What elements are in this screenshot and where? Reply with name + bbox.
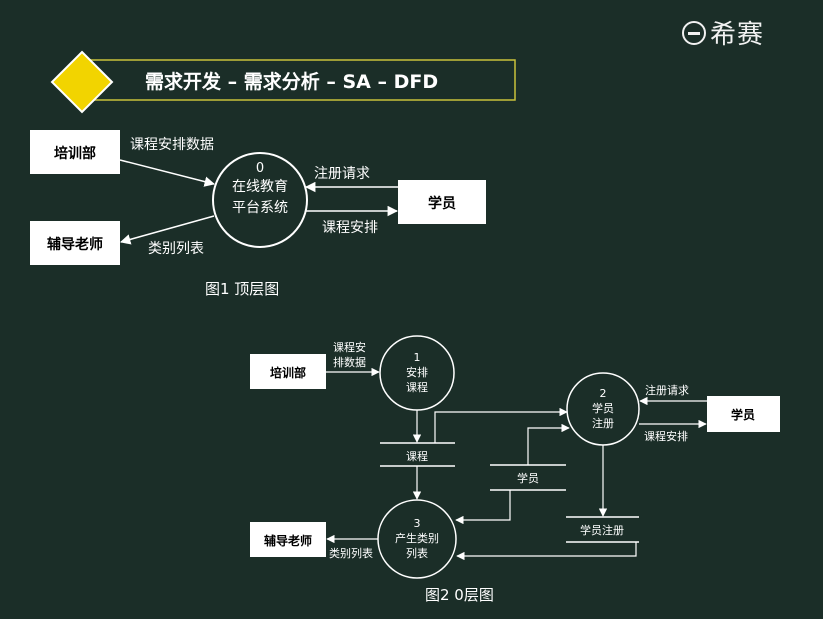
entity-student bbox=[398, 180, 486, 224]
flow-student-store-to-p2 bbox=[527, 423, 570, 465]
process-1-line2: 课程 bbox=[406, 381, 428, 394]
l0-flow-category-list-label: 类别列表 bbox=[329, 546, 373, 560]
l0-flow-course-schedule-label: 课程安排 bbox=[644, 429, 688, 443]
slide-title: 需求开发 – 需求分析 – SA – DFD bbox=[145, 70, 438, 93]
process-2-number: 2 bbox=[600, 387, 607, 400]
l0-flow-schedule-data-label-1: 课程安 bbox=[333, 340, 366, 354]
flow-course-store-to-p2 bbox=[434, 407, 568, 443]
process-3-number: 3 bbox=[414, 517, 421, 530]
brand-name: 希赛 bbox=[710, 20, 765, 50]
store-course: 课程 bbox=[380, 442, 455, 467]
flow-schedule-data-arrow bbox=[119, 159, 216, 187]
l0-flow-register-request-label: 注册请求 bbox=[645, 383, 689, 397]
store-registration-label: 学员注册 bbox=[580, 523, 624, 537]
diamond-bullet-icon bbox=[50, 50, 114, 114]
process-0-circle bbox=[212, 152, 308, 248]
l0-entity-training-dept-label: 培训部 bbox=[270, 365, 306, 380]
brand-mark-icon bbox=[682, 20, 706, 45]
l0-entity-student-label: 学员 bbox=[731, 407, 755, 422]
flow-register-request-label: 注册请求 bbox=[314, 166, 370, 182]
l0-entity-training-dept bbox=[250, 354, 326, 389]
process-1-number: 1 bbox=[414, 351, 421, 364]
flow-student-store-to-p3 bbox=[455, 490, 511, 525]
diagram-top-level: 培训部 辅导老师 学员 0 在线教育 平台系统 课程安排数据 类别列表 注册请求… bbox=[30, 130, 486, 298]
process-0-number: 0 bbox=[256, 161, 264, 176]
diagram-2-caption: 图2 0层图 bbox=[425, 586, 494, 604]
process-1-line1: 安排 bbox=[406, 365, 428, 379]
flow-category-list-arrow bbox=[119, 215, 215, 245]
l0-entity-student bbox=[707, 396, 780, 432]
flow-registration-store-to-p3 bbox=[456, 542, 637, 561]
store-registration: 学员注册 bbox=[566, 516, 639, 543]
slide-title-bar: 需求开发 – 需求分析 – SA – DFD bbox=[50, 50, 516, 114]
entity-training-dept-label: 培训部 bbox=[54, 145, 96, 162]
flow-schedule-data-label: 课程安排数据 bbox=[130, 137, 214, 153]
process-0-line2: 平台系统 bbox=[232, 200, 288, 216]
l0-flow-schedule-data-label-2: 排数据 bbox=[333, 355, 366, 369]
store-student: 学员 bbox=[490, 464, 566, 491]
process-3-line2: 列表 bbox=[406, 546, 428, 560]
store-student-label: 学员 bbox=[517, 471, 539, 485]
entity-tutor-label: 辅导老师 bbox=[47, 236, 103, 253]
process-2-line1: 学员 bbox=[592, 401, 614, 415]
store-course-label: 课程 bbox=[406, 450, 428, 463]
process-3-line1: 产生类别 bbox=[395, 531, 439, 545]
l0-entity-tutor bbox=[250, 522, 326, 557]
flow-course-schedule-label: 课程安排 bbox=[322, 220, 378, 236]
process-0-line1: 在线教育 bbox=[232, 179, 288, 195]
entity-student-label: 学员 bbox=[428, 195, 456, 212]
l0-entity-tutor-label: 辅导老师 bbox=[264, 533, 312, 548]
entity-training-dept bbox=[30, 130, 120, 174]
diagram-level-0: 培训部 辅导老师 学员 1 安排 课程 2 学员 注册 3 产生类别 列表 课程… bbox=[250, 335, 780, 604]
entity-tutor bbox=[30, 221, 120, 265]
brand-logo: 希赛 bbox=[682, 14, 764, 51]
process-2-line2: 注册 bbox=[592, 416, 614, 430]
flow-category-list-label: 类别列表 bbox=[148, 241, 204, 257]
diagram-1-caption: 图1 顶层图 bbox=[205, 280, 279, 298]
